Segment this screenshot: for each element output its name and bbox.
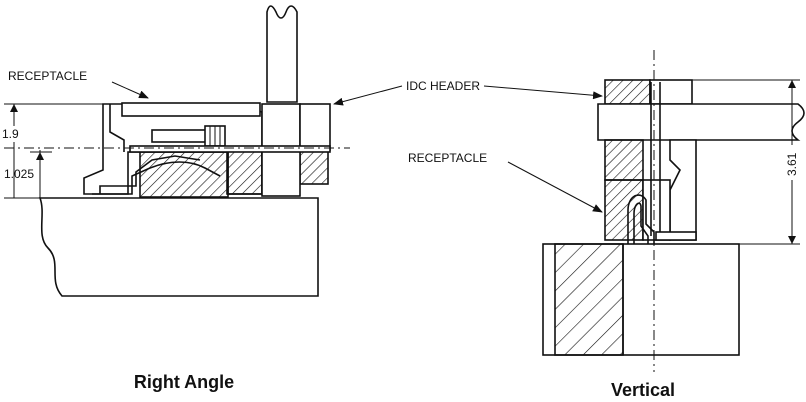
right-pcb-hatched xyxy=(554,243,624,356)
left-receptacle-top-rib xyxy=(121,102,261,117)
left-hatched-block-mid xyxy=(227,149,263,195)
left-hatched-block-bottom xyxy=(139,151,229,198)
left-pcb-board xyxy=(38,197,319,297)
right-angle-view xyxy=(4,5,350,297)
right-ribbon-cable xyxy=(597,103,805,141)
right-idc-top-right xyxy=(649,79,693,105)
right-receptacle-hatched xyxy=(604,179,644,241)
label-idc-header: IDC HEADER xyxy=(406,79,480,93)
label-receptacle-right: RECEPTACLE xyxy=(408,151,487,165)
right-receptacle-body xyxy=(642,179,671,241)
idc-header-leader-right xyxy=(483,85,603,100)
vertical-view xyxy=(542,50,805,372)
right-idc-top-hatched xyxy=(604,79,651,105)
caption-right-angle: Right Angle xyxy=(134,372,234,392)
left-receptacle-latch xyxy=(109,104,125,152)
dim-1-9: 1.9 xyxy=(2,127,19,141)
right-spring-contact xyxy=(627,194,655,244)
receptacle-right-leader xyxy=(507,161,603,213)
caption-vertical: Vertical xyxy=(611,380,675,400)
right-header-lower-right xyxy=(669,139,697,241)
left-ribbon-cable xyxy=(266,5,298,103)
dim-3-61: 3.61 xyxy=(785,152,799,176)
left-spring-contact xyxy=(92,161,221,195)
dim-1-025: 1.025 xyxy=(4,167,34,181)
left-pin-bar xyxy=(129,145,331,153)
right-header-lower-hatched xyxy=(604,139,644,181)
left-idc-header-cap xyxy=(299,103,331,151)
left-hatched-block-right xyxy=(299,149,329,185)
label-receptacle-left: RECEPTACLE xyxy=(8,69,87,83)
left-receptacle-leader xyxy=(111,81,149,99)
idc-header-leader-left xyxy=(333,85,403,106)
right-pin-foot xyxy=(655,231,697,241)
